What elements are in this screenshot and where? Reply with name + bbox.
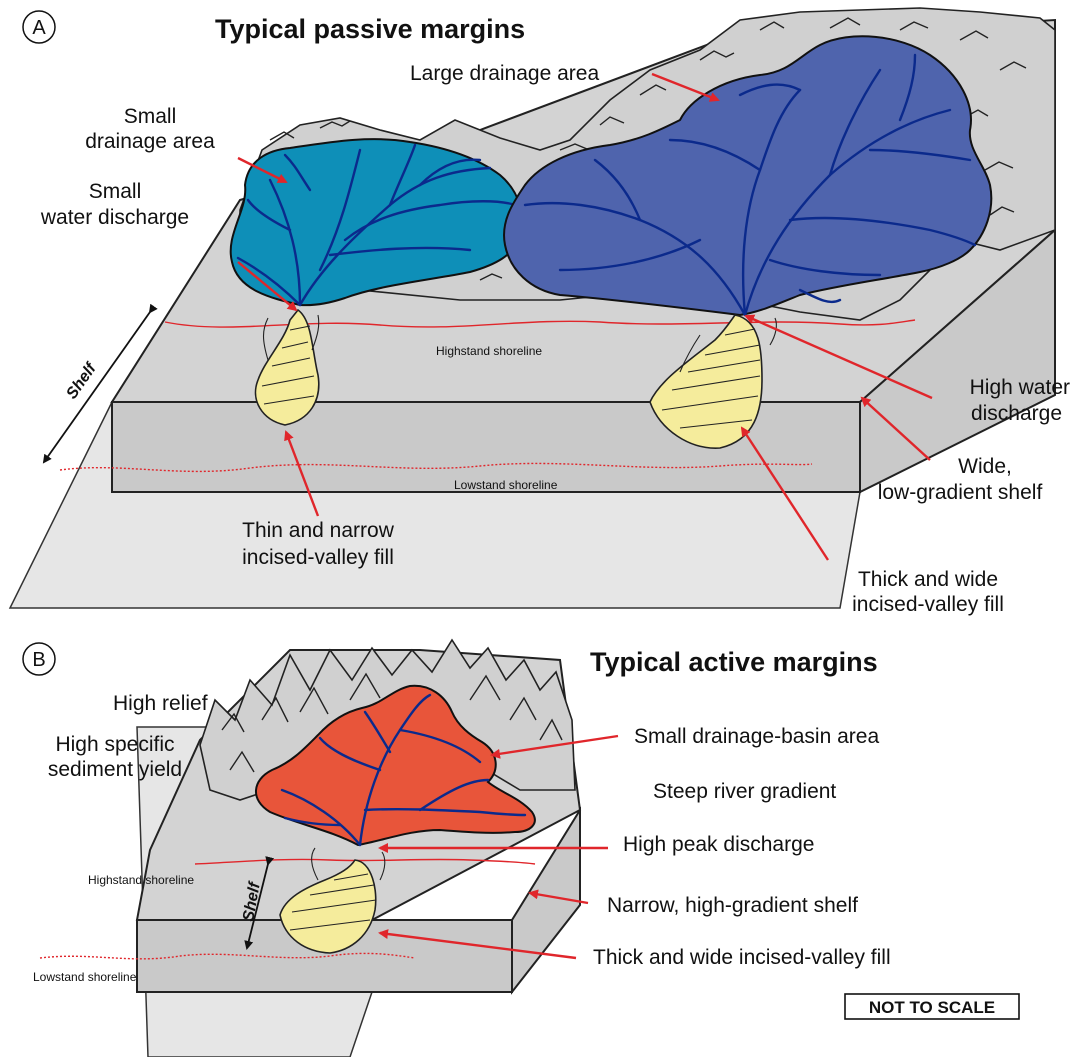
label-thin-fill-2: incised-valley fill	[242, 546, 394, 569]
label-sediment-yield-1: High specific	[55, 733, 174, 756]
label-lowstand-a: Lowstand shoreline	[454, 478, 558, 492]
label-highstand-b: Highstand shoreline	[88, 873, 194, 887]
label-large-drainage: Large drainage area	[410, 62, 599, 85]
label-sediment-yield-2: sediment yield	[48, 758, 182, 781]
label-small-discharge-1: Small	[89, 180, 142, 203]
label-peak-discharge: High peak discharge	[623, 833, 814, 856]
panel-a-letter: A	[32, 17, 46, 39]
label-wide-shelf-1: Wide,	[958, 455, 1012, 478]
label-thick-fill-1: Thick and wide	[858, 568, 998, 591]
label-high-discharge-1: High water	[970, 376, 1070, 399]
panel-b-title: Typical active margins	[590, 647, 878, 677]
label-narrow-shelf: Narrow, high-gradient shelf	[607, 894, 858, 917]
label-thick-fill-2: incised-valley fill	[852, 593, 1004, 616]
label-shelf-a: Shelf	[63, 359, 100, 402]
label-high-discharge-2: discharge	[971, 402, 1062, 425]
label-small-drainage-1: Small	[124, 105, 177, 128]
panel-a-title: Typical passive margins	[215, 14, 525, 44]
label-thin-fill-1: Thin and narrow	[242, 519, 395, 542]
label-lowstand-b: Lowstand shoreline	[33, 970, 137, 984]
label-highstand-a: Highstand shoreline	[436, 344, 542, 358]
label-steep-gradient: Steep river gradient	[653, 780, 836, 803]
panel-b-letter: B	[32, 649, 45, 671]
label-wide-shelf-2: low-gradient shelf	[878, 481, 1043, 504]
label-thick-fill-b: Thick and wide incised-valley fill	[593, 946, 891, 969]
panel-a: A Typical passive margins Large drainage…	[10, 8, 1070, 616]
label-small-discharge-2: water discharge	[40, 206, 189, 229]
label-not-to-scale: NOT TO SCALE	[869, 998, 995, 1017]
label-small-basin: Small drainage-basin area	[634, 725, 879, 748]
panel-b: B Typical active margins High relief Hig…	[23, 640, 1019, 1057]
label-small-drainage-2: drainage area	[85, 130, 215, 153]
label-high-relief: High relief	[113, 692, 208, 715]
